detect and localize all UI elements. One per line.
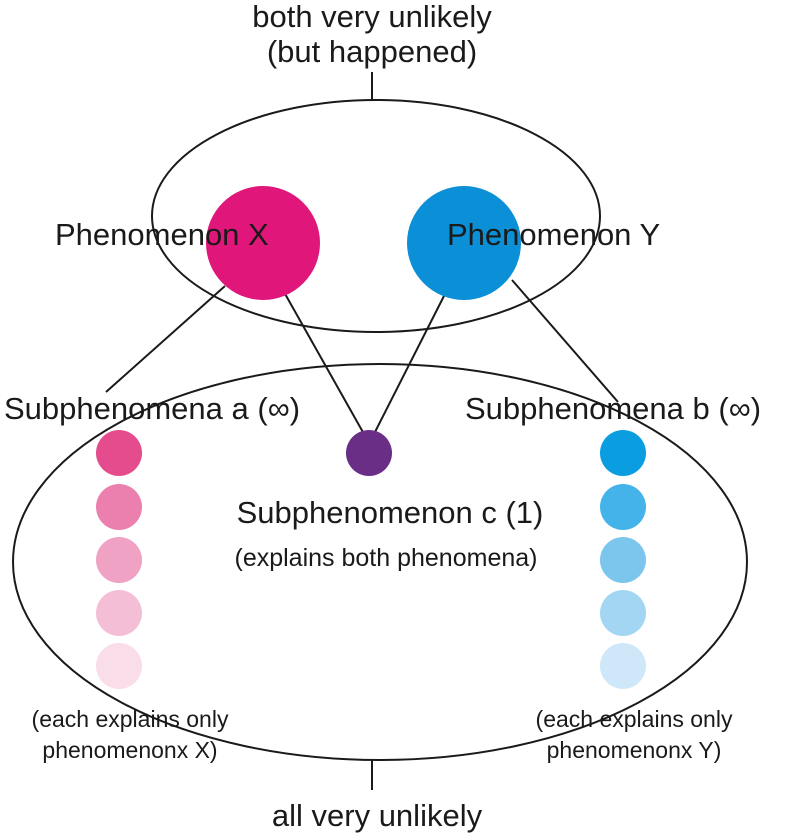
subphenomenon-a-dot xyxy=(96,643,142,689)
link-x-to-c xyxy=(283,291,365,435)
subphenomena-a-dots xyxy=(96,430,142,689)
subphenomenon-a-dot xyxy=(96,590,142,636)
phenomenon-x-label: Phenomenon X xyxy=(55,217,269,252)
top-label-line2: (but happened) xyxy=(267,34,477,69)
phenomenon-x-circle xyxy=(206,186,320,300)
phenomenon-y-label: Phenomenon Y xyxy=(447,217,660,252)
link-y-to-b xyxy=(511,279,619,403)
subphenomenon-b-dot xyxy=(600,430,646,476)
subphenomenon-b-dot xyxy=(600,537,646,583)
subphenomena-b-note-line1: (each explains only xyxy=(536,706,733,732)
link-y-to-c xyxy=(373,291,447,435)
subphenomenon-a-dot xyxy=(96,537,142,583)
subphenomena-b-dots xyxy=(600,430,646,689)
phenomena-ellipse xyxy=(151,99,601,333)
link-x-to-a xyxy=(105,285,226,393)
subphenomenon-b-dot xyxy=(600,643,646,689)
subphenomena-ellipse xyxy=(12,363,748,761)
subphenomenon-b-dot xyxy=(600,590,646,636)
bottom-label: all very unlikely xyxy=(272,798,483,833)
subphenomena-a-note-line1: (each explains only xyxy=(32,706,229,732)
subphenomenon-c-circle xyxy=(346,430,392,476)
subphenomena-a-note-line2: phenomenonx X) xyxy=(42,737,217,763)
subphenomena-b-label: Subphenomena b (∞) xyxy=(465,391,761,426)
top-label-line1: both very unlikely xyxy=(252,0,492,34)
subphenomenon-c-note: (explains both phenomena) xyxy=(235,544,538,572)
phenomenon-y-circle xyxy=(407,186,521,300)
subphenomenon-a-dot xyxy=(96,430,142,476)
subphenomena-a-label: Subphenomena a (∞) xyxy=(4,391,300,426)
subphenomenon-c-label: Subphenomenon c (1) xyxy=(237,495,544,530)
subphenomenon-b-dot xyxy=(600,484,646,530)
subphenomenon-a-dot xyxy=(96,484,142,530)
subphenomena-b-note-line2: phenomenonx Y) xyxy=(547,737,722,763)
